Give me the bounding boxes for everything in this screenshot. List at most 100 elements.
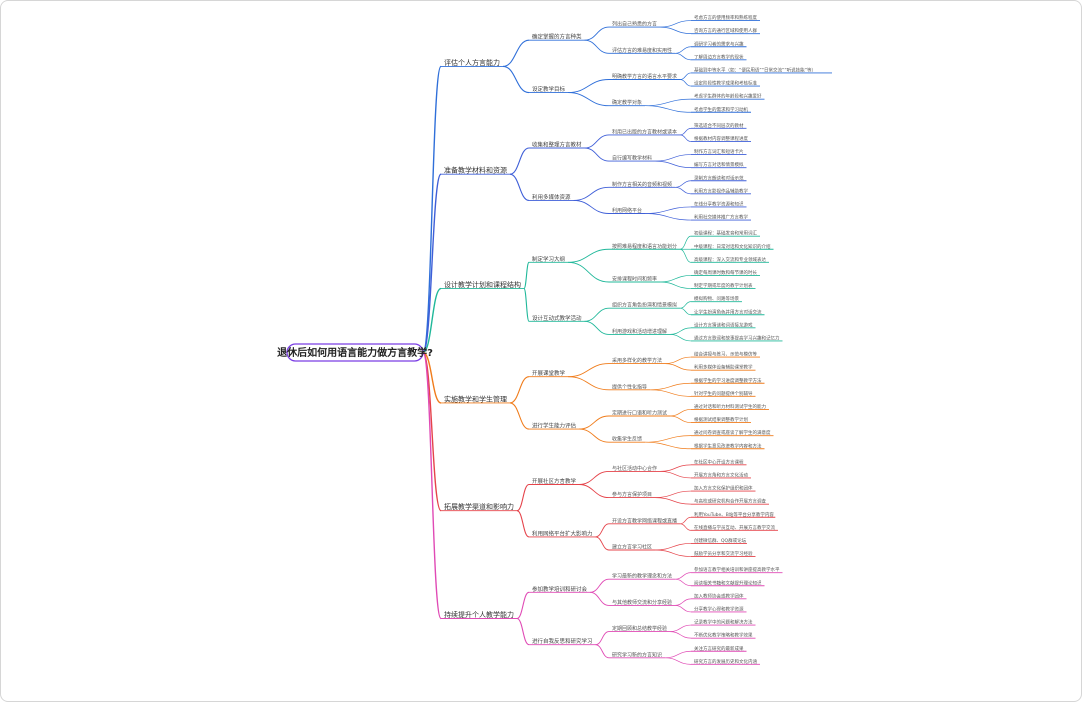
leaf-node[interactable]: 针对学生的问题提供个别辅导: [694, 390, 753, 397]
leaf-node[interactable]: 参加语言教学相关培训和讲座提高教学水平: [694, 566, 780, 573]
subtopic-node[interactable]: 制作方言相关的音频和视频: [612, 181, 672, 188]
leaf-node[interactable]: 结合讲授与练习、示范与模仿等: [694, 351, 757, 358]
subtopic-node[interactable]: 学习最新的教学理念和方法: [612, 573, 672, 580]
connector-line: [567, 363, 610, 378]
leaf-node[interactable]: 筛选适合不同层次的教材: [694, 122, 744, 129]
leaf-node[interactable]: 设计方言猜谜和词语接龙游戏: [694, 321, 753, 328]
leaf-node[interactable]: 调研学习者的需求与兴趣: [694, 40, 744, 47]
topic-node[interactable]: 开展课堂教学: [532, 369, 566, 377]
leaf-node[interactable]: 加入教师协会或教学团体: [694, 592, 744, 599]
leaf-node[interactable]: 鼓励学员分享和交流学习经验: [694, 550, 753, 557]
leaf-node-label: 创建微信群、QQ群或论坛: [694, 537, 747, 544]
subtopic-node[interactable]: 利用已出版的方言教材或读本: [612, 128, 677, 135]
topic-node[interactable]: 利用多媒体资源: [532, 193, 571, 201]
connector-line: [664, 356, 692, 364]
leaf-node[interactable]: 确定每周课时数和每节课的时长: [694, 269, 757, 276]
leaf-node[interactable]: 分享教学心得和教学资源: [694, 605, 744, 612]
leaf-node[interactable]: 与高校或研究机构合作开展方言调查: [694, 498, 766, 505]
topic-node[interactable]: 确定掌握的方言种类: [532, 33, 582, 41]
leaf-node[interactable]: 编写方言对话和情景模拟: [694, 161, 744, 168]
leaf-node[interactable]: 在社区中心开设方言课程: [694, 458, 744, 465]
leaf-node[interactable]: 研究方言的发展历史和文化内涵: [694, 658, 757, 665]
subtopic-node[interactable]: 评估方言的难易度和实用性: [612, 47, 672, 54]
subtopic-node[interactable]: 列出自己熟悉的方言: [612, 21, 657, 28]
leaf-node[interactable]: 基础到中等水平（如：“便民用语”“日常交流”“听说技能”等）: [694, 66, 816, 73]
leaf-node[interactable]: 模拟购物、问路等场景: [694, 295, 739, 302]
leaf-node[interactable]: 开展方言角和方言文化活动: [694, 471, 748, 478]
branch-node[interactable]: 拓展教学渠道和影响力: [444, 502, 514, 511]
leaf-node[interactable]: 录制方言朗读和对话示范: [694, 174, 744, 181]
subtopic-node[interactable]: 开设方言教学网络课程或直播: [612, 517, 677, 524]
subtopic-node[interactable]: 自行编写教学材料: [612, 155, 652, 162]
leaf-node[interactable]: 通过对话和听力材料测试学生的能力: [694, 403, 766, 410]
leaf-node[interactable]: 考虑学生的需求和学习动机: [694, 106, 748, 113]
subtopic-node[interactable]: 与社区活动中心合作: [612, 465, 657, 472]
leaf-node[interactable]: 让学生扮演角色并用方言对话交流: [694, 308, 762, 315]
subtopic-node-label: 确定教学对象: [612, 99, 642, 106]
topic-node[interactable]: 开展社区方言教学: [532, 477, 577, 485]
leaf-node[interactable]: 利用方言影视作品辅助教学: [694, 187, 748, 194]
topic-node[interactable]: 制定学习大纲: [532, 255, 566, 263]
leaf-node[interactable]: 中级课程：日常对话和文化知识的介绍: [694, 243, 771, 250]
subtopic-node[interactable]: 按照难易程度和语言功能划分: [612, 243, 677, 250]
leaf-node[interactable]: 高级课程：深入交流和专业领域表达: [694, 256, 766, 263]
leaf-node[interactable]: 加入方言文化保护组织和团体: [694, 485, 753, 492]
leaf-node[interactable]: 利用多媒体设备辅助课堂教学: [694, 364, 753, 371]
leaf-node[interactable]: 通过问卷调查或座谈了解学生的满意度: [694, 429, 771, 436]
leaf-node[interactable]: 考虑学生群体的年龄段和兴趣爱好: [694, 93, 762, 100]
leaf-node[interactable]: 根据测试结果调整教学计划: [694, 416, 748, 423]
branch-node[interactable]: 评估个人方言能力: [444, 58, 500, 67]
leaf-node-label: 根据学生的学习进度调整教学方法: [694, 377, 762, 384]
subtopic-node[interactable]: 组织方言角色扮演和情景模拟: [612, 302, 677, 309]
leaf-node[interactable]: 咨询方言的通行区域和使用人群: [694, 27, 757, 34]
subtopic-node[interactable]: 确定教学对象: [612, 99, 642, 106]
leaf-node-label: 模拟购物、问路等场景: [694, 295, 739, 302]
leaf-node[interactable]: 在线直播与学员互动、开展方言教学交流: [694, 524, 775, 531]
root-node[interactable]: 退休后如何用语言能力做方言教学?: [277, 343, 433, 362]
leaf-node[interactable]: 创建微信群、QQ群或论坛: [694, 537, 747, 544]
subtopic-node[interactable]: 利用游戏和活动增进理解: [612, 328, 667, 335]
branch-node[interactable]: 持续提升个人教学能力: [444, 610, 514, 619]
subtopic-node[interactable]: 定期回顾和总结教学经验: [612, 625, 667, 632]
subtopic-node[interactable]: 利用网络平台: [612, 207, 642, 214]
topic-node[interactable]: 进行自我反思和研究学习: [532, 637, 593, 645]
subtopic-node[interactable]: 安排课程时间和频率: [612, 276, 657, 283]
leaf-node[interactable]: 通过方言歌谣和故事提高学习兴趣和记忆力: [694, 334, 780, 341]
topic-node[interactable]: 设定教学目标: [532, 85, 566, 93]
subtopic-node[interactable]: 与其他教师交流和分享经验: [612, 599, 672, 606]
topic-node[interactable]: 利用网络平台扩大影响力: [532, 529, 593, 537]
branch-node[interactable]: 设计教学计划和课程结构: [444, 280, 521, 289]
leaf-node[interactable]: 根据学生的学习进度调整教学方法: [694, 377, 762, 384]
topic-node[interactable]: 设计互动式教学活动: [532, 314, 582, 322]
topic-node[interactable]: 进行学生能力评估: [532, 422, 577, 430]
topic-node[interactable]: 收集和整理方言教材: [532, 141, 582, 149]
connector-line: [664, 363, 692, 371]
leaf-node[interactable]: 设定阶段性教学成果和考核标准: [694, 80, 757, 87]
subtopic-node[interactable]: 研究学习新的方言知识: [612, 651, 662, 658]
leaf-node[interactable]: 利用社交媒体推广方言教学: [694, 214, 748, 221]
topic-node[interactable]: 参加教学培训和研讨会: [532, 585, 588, 593]
leaf-node[interactable]: 考虑方言的使用频率和熟练程度: [694, 14, 757, 21]
subtopic-node[interactable]: 定期进行口语和听力测试: [612, 410, 667, 417]
subtopic-node[interactable]: 收集学生反馈: [612, 436, 642, 443]
leaf-node[interactable]: 初级课程：基础发音和常用词汇: [694, 230, 757, 237]
subtopic-node[interactable]: 建立方言学习社区: [612, 544, 652, 551]
leaf-node[interactable]: 根据教材内容调整课程进度: [694, 135, 748, 142]
leaf-node[interactable]: 关注方言研究的最新成果: [694, 645, 744, 652]
leaf-node[interactable]: 制作方言词汇和短语卡片: [694, 148, 744, 155]
connector-line: [589, 578, 610, 593]
subtopic-node[interactable]: 明确教学方言的语言水平要求: [612, 73, 677, 80]
leaf-node[interactable]: 了解周边方言教学的现状: [694, 53, 744, 60]
leaf-node[interactable]: 制定学期或年度的教学计划表: [694, 282, 753, 289]
leaf-node[interactable]: 记录教学中的问题和解决方法: [694, 619, 753, 626]
leaf-node[interactable]: 阅读相关书籍和文献提升理论知识: [694, 579, 762, 586]
branch-node[interactable]: 实施教学和学生管理: [444, 394, 507, 403]
leaf-node[interactable]: 利用YouTube、B站等平台分享教学内容: [694, 511, 774, 518]
leaf-node[interactable]: 不断优化教学策略和教学效果: [694, 632, 753, 639]
leaf-node[interactable]: 在线分享教学资源和知识: [694, 200, 744, 207]
leaf-node[interactable]: 根据学生意见改进教学内容和方法: [694, 442, 762, 449]
subtopic-node[interactable]: 提供个性化指导: [612, 383, 647, 390]
branch-node[interactable]: 准备教学材料和资源: [444, 166, 507, 175]
subtopic-node[interactable]: 采用多样化的教学方法: [612, 357, 662, 364]
subtopic-node[interactable]: 参与方言保护项目: [612, 491, 652, 498]
